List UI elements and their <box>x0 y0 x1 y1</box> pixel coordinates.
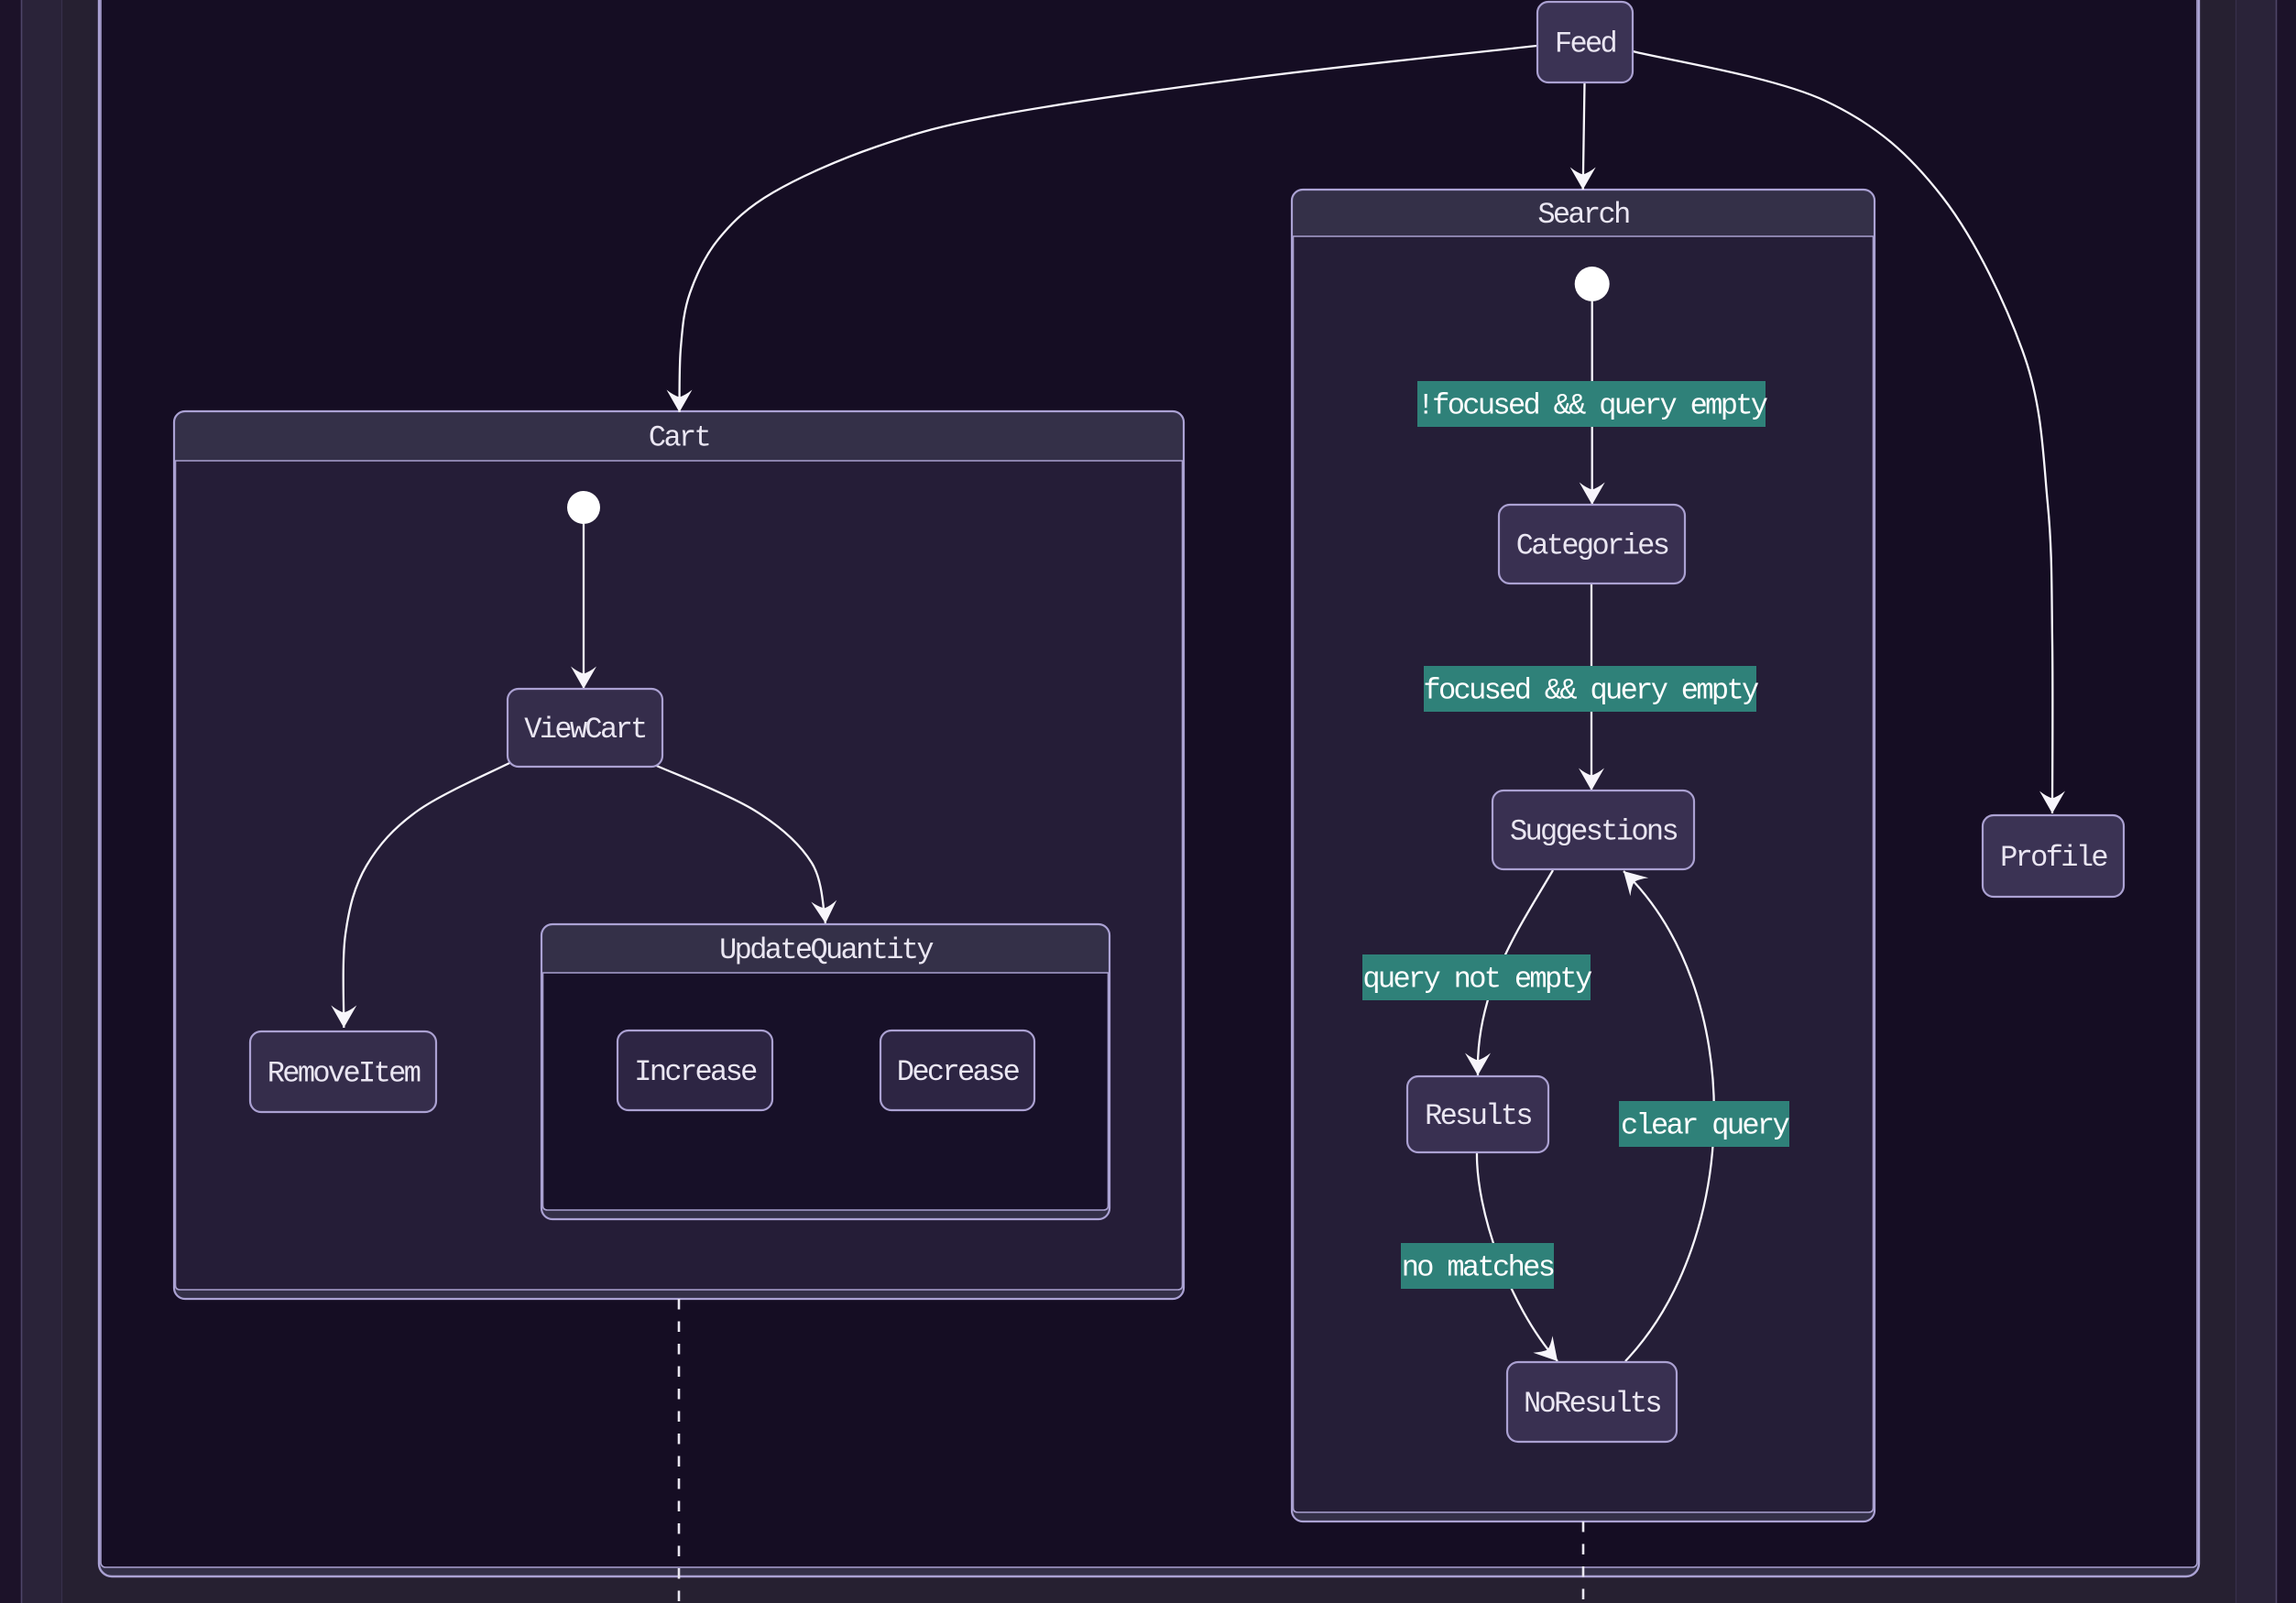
svg-text:Feed: Feed <box>1555 27 1616 61</box>
svg-text:Decrease: Decrease <box>897 1055 1020 1089</box>
svg-text:Suggestions: Suggestions <box>1510 815 1678 849</box>
svg-text:clear query: clear query <box>1621 1109 1790 1143</box>
svg-text:Cart: Cart <box>649 421 709 455</box>
svg-text:Categories: Categories <box>1516 529 1668 563</box>
svg-text:Results: Results <box>1425 1099 1531 1133</box>
svg-text:NoResults: NoResults <box>1524 1387 1660 1421</box>
svg-text:!focused && query empty: !focused && query empty <box>1417 389 1768 423</box>
svg-text:Increase: Increase <box>634 1055 757 1089</box>
svg-text:RemoveItem: RemoveItem <box>268 1057 421 1091</box>
svg-text:ViewCart: ViewCart <box>524 713 645 747</box>
svg-text:query not empty: query not empty <box>1362 963 1592 997</box>
svg-text:Search: Search <box>1537 198 1629 232</box>
svg-text:no matches: no matches <box>1402 1251 1554 1285</box>
svg-text:focused && query empty: focused && query empty <box>1423 674 1759 708</box>
svg-text:Profile: Profile <box>2000 841 2107 875</box>
svg-text:UpdateQuantity: UpdateQuantity <box>719 933 934 967</box>
